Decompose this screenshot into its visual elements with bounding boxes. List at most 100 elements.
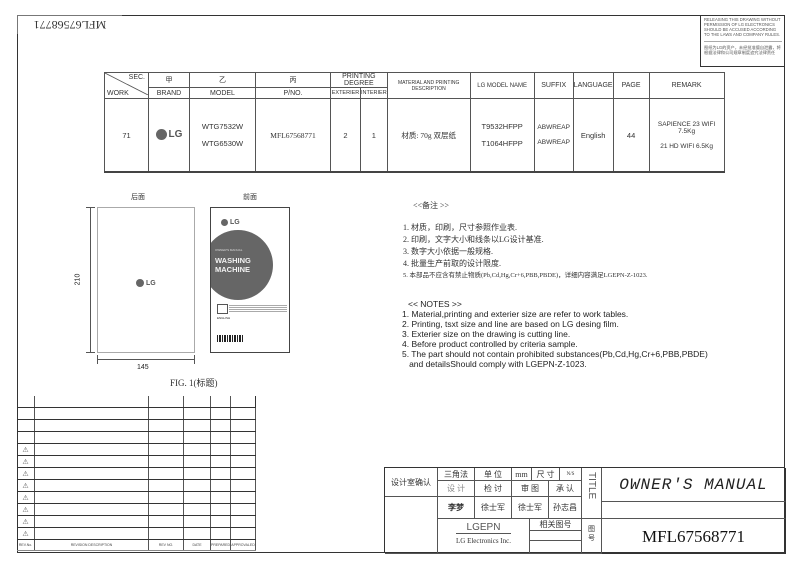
- unit-value: mm: [512, 468, 532, 481]
- material-cell: 材质: 70g 双层纸: [386, 98, 471, 173]
- unit-label: 单 位: [475, 468, 512, 481]
- lg-logo-icon: [136, 279, 144, 287]
- remark-cell: SAPIENCE 23 WIFI 7.5Kg 21 HD WIFI 6.5Kg: [648, 98, 725, 173]
- company-cell: LGEPN LG Electronics Inc.: [438, 519, 530, 554]
- related-drawing-2: [530, 541, 582, 554]
- interier-header: INTERIER: [360, 87, 388, 99]
- drawing-no-label-cell: 图号: [582, 519, 602, 554]
- notes-cn-item: 2. 印刷，文字大小和线条以LG设计基准.: [403, 235, 544, 244]
- model-cell: WTG7532W WTG6530W: [189, 98, 256, 173]
- lg-logo-text: LG: [168, 128, 183, 140]
- projection: 三角法: [438, 468, 475, 481]
- notes-cn-item: 5. 本部品不应含有禁止物质(Pb,Cd,Hg,Cr+6,PBB,PBDE)，详…: [403, 272, 648, 279]
- notes-en-item: 3. Exterier size on the drawing is cutti…: [402, 329, 571, 339]
- check-label: 检 讨: [475, 481, 512, 497]
- notes-en-item: 4. Before product controlled by criteria…: [402, 339, 578, 349]
- rev-num-header: REV NO.: [148, 539, 184, 551]
- printing-degree-header: PRINTING DEGREE: [330, 72, 388, 88]
- review-label: 审 图: [512, 481, 549, 497]
- dim-tick-top: [86, 207, 95, 208]
- height-dimension: 210: [74, 273, 82, 286]
- notes-cn-item: 1. 材质，印刷，尺寸参照作业表.: [403, 223, 517, 232]
- material-header: MATERIAL AND PRINTING DESCRIPTION: [386, 72, 471, 99]
- scale-label: 尺 寸: [532, 468, 560, 481]
- back-label: 后面: [131, 193, 145, 201]
- warning-triangle-icon: ⚠: [22, 506, 29, 514]
- warning-triangle-icon: ⚠: [22, 482, 29, 490]
- company-name: LG Electronics Inc.: [455, 537, 511, 545]
- lg-model-name-cell: T9532HFPP T1064HFPP: [469, 98, 535, 173]
- barcode: [217, 335, 243, 342]
- cover-text-lines: [229, 305, 287, 306]
- cover-circle: OWNER'S MANUAL WASHING MACHINE: [211, 230, 273, 300]
- warning-triangle-icon: ⚠: [22, 518, 29, 526]
- back-lg-logo: LG: [136, 274, 156, 292]
- back-page-preview: LG: [97, 207, 195, 353]
- warning-triangle-icon: ⚠: [22, 446, 29, 454]
- cover-subtitle: OWNER'S MANUAL: [215, 248, 243, 252]
- lg-logo-text: LG: [230, 219, 240, 226]
- designer-name: 李梦: [438, 497, 475, 519]
- notes-en-title: << NOTES >>: [408, 299, 462, 309]
- language-header: LANGUAGE: [572, 72, 614, 99]
- front-page-preview: LG OWNER'S MANUAL WASHING MACHINE ENGLIS…: [210, 207, 290, 353]
- brand-cell: LG: [148, 98, 190, 173]
- title-block: 设计室确认 三角法 单 位 mm 尺 寸 N/S 设 计 检 讨 审 图 承 认…: [384, 467, 786, 554]
- notes-cn-item: 4. 批量生产前取的设计限度.: [403, 259, 501, 268]
- exterier-header: EXTERIER: [330, 87, 361, 99]
- lg-model-name-2: T1064HFPP: [481, 139, 523, 148]
- dim-tick-left: [97, 355, 98, 364]
- revision-row: ⚠: [17, 455, 256, 468]
- interier-cell: 1: [360, 98, 388, 173]
- approve-label: 承 认: [549, 481, 582, 497]
- page-cell: 44: [612, 98, 650, 173]
- drawing-number: MFL67568771: [642, 527, 745, 546]
- suffix-2: ABWREAP: [537, 139, 570, 146]
- standard-code: LGEPN: [456, 522, 511, 534]
- model-header: MODEL: [189, 87, 256, 99]
- revision-row: ⚠: [17, 515, 256, 528]
- notes-en: << NOTES >> 1. Material,printing and ext…: [402, 299, 708, 369]
- drawing-no-label: 图号: [588, 525, 595, 542]
- revision-row: ⚠: [17, 467, 256, 480]
- reviewer-name: 徐士军: [512, 497, 549, 519]
- diagonal-line: [105, 73, 148, 95]
- brand-header: BRAND: [148, 87, 190, 99]
- cover-title: WASHING MACHINE: [215, 256, 251, 274]
- cover-title-line2: MACHINE: [215, 264, 250, 274]
- suffix-1: ABWREAP: [537, 124, 570, 131]
- cover-title-line1: WASHING: [215, 256, 251, 265]
- title-cell-2: [602, 502, 786, 519]
- release-notice-cn: 图纸为LG的资产，未经批准擅自泄露，将根据法律和公司规章制度追究法律责任: [704, 41, 782, 55]
- lg-model-name-1: T9532HFPP: [481, 122, 523, 131]
- notes-en-item: 2. Printing, tsxt size and line are base…: [402, 319, 619, 329]
- work-table: SEC. WORK 甲 乙 丙 PRINTING DEGREE MATERIAL…: [104, 72, 725, 173]
- lg-logo-icon: [221, 219, 228, 226]
- related-drawing-1: [530, 531, 582, 541]
- scale-value: N/S: [560, 468, 582, 481]
- front-lg-logo: LG: [221, 213, 240, 231]
- width-dimension-line: [97, 359, 195, 360]
- design-confirm-sign: [385, 497, 438, 554]
- rev-no-header: REV.No.: [17, 539, 35, 551]
- approved-header: APPROVALED: [230, 539, 256, 551]
- revision-table: ⚠ ⚠ ⚠ ⚠ ⚠ ⚠ ⚠ ⚠ REV.No. REVISION DESCRIP…: [17, 396, 256, 551]
- suffix-header: SUFFIX: [533, 72, 574, 99]
- warning-triangle-icon: ⚠: [22, 458, 29, 466]
- height-dimension-line: [90, 207, 91, 353]
- remark-2: 21 HD WIFI 6.5Kg: [660, 142, 713, 150]
- book-icon: [217, 304, 228, 314]
- notes-en-item: 1. Material,printing and exterier size a…: [402, 309, 629, 319]
- warning-triangle-icon: ⚠: [22, 530, 29, 538]
- lg-logo: LG: [155, 128, 183, 140]
- release-notice-en: RELEASING THIS DRAWING WITHOUT PERMISSIO…: [704, 17, 781, 37]
- prepared-header: PREPARED: [210, 539, 231, 551]
- dim-tick-bottom: [86, 352, 95, 353]
- sec-work-header: SEC. WORK: [104, 72, 149, 99]
- language-cell: English: [572, 98, 614, 173]
- suffix-cell: ABWREAP ABWREAP: [533, 98, 574, 173]
- remark-header: REMARK: [648, 72, 725, 99]
- warning-triangle-icon: ⚠: [22, 470, 29, 478]
- lg-model-name-header: LG MODEL NAME: [469, 72, 535, 99]
- pno-header: P/NO.: [255, 87, 331, 99]
